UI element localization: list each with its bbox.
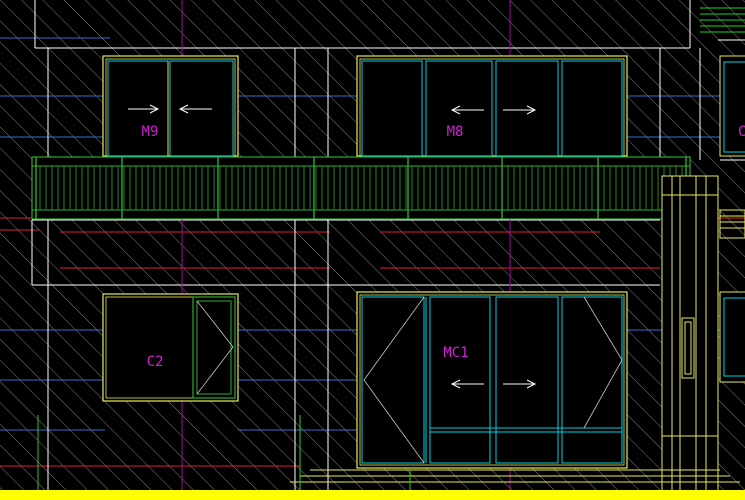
arrow-right-icon (503, 379, 537, 389)
arrow-left-icon (178, 104, 212, 114)
window-m9: M9 (102, 55, 239, 157)
balcony-railing (31, 156, 691, 220)
arrow-left-icon (450, 105, 484, 115)
window-label-c2: C2 (147, 354, 164, 370)
window-label-partial: C (738, 124, 745, 140)
arrow-left-icon (450, 379, 484, 389)
entry-steps (290, 469, 740, 483)
window-label-m8: M8 (447, 124, 464, 140)
window-m8: M8 (356, 55, 628, 157)
window-label-m9: M9 (142, 124, 159, 140)
window-c2: C2 (102, 293, 239, 402)
arrow-right-icon (503, 105, 537, 115)
ground-line (0, 490, 745, 500)
wall-outlines (31, 0, 745, 500)
door-label-mc1: MC1 (443, 345, 468, 361)
grid-lines (0, 37, 745, 431)
door-mc1: MC1 (356, 291, 628, 469)
stair-lines (700, 7, 745, 33)
window-partial-right: C (719, 55, 745, 157)
side-column (661, 175, 745, 500)
arrow-right-icon (128, 104, 160, 114)
